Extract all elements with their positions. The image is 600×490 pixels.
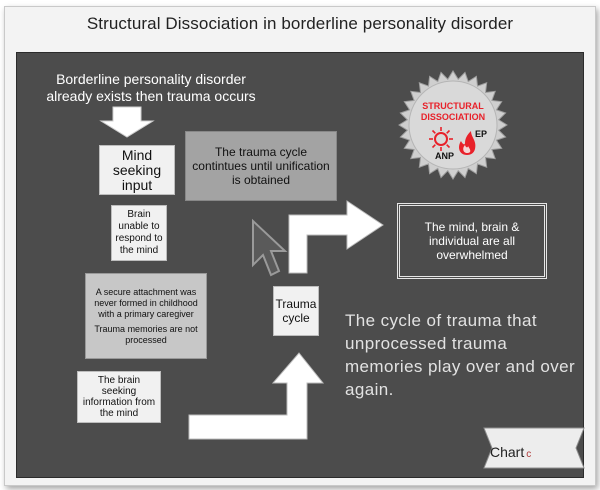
bent-arrow-top xyxy=(288,200,384,274)
cycle-statement: The cycle of trauma that unprocessed tra… xyxy=(345,311,576,399)
overwhelmed-box: The mind, brain & individual are all ove… xyxy=(397,203,547,279)
intro-text: Borderline personality disorder already … xyxy=(46,71,256,104)
flame-icon xyxy=(459,131,476,155)
brain-seeking-box: The brain seeking information from the m… xyxy=(77,371,161,423)
trauma-cycle-note-box: The trauma cycle contintues until unific… xyxy=(185,131,337,201)
diagram-panel: Borderline personality disorder already … xyxy=(16,52,584,478)
sun-icon xyxy=(429,127,453,151)
bent-arrow-bottom xyxy=(188,352,325,440)
secure-attachment-text: A secure attachment was never formed in … xyxy=(94,286,198,319)
seal-line2: DISSOCIATION xyxy=(421,112,485,122)
seal-ep: EP xyxy=(475,129,487,139)
mind-seeking-box: Mind seeking input xyxy=(99,145,175,195)
down-arrow xyxy=(99,106,155,138)
page-title: Structural Dissociation in borderline pe… xyxy=(86,14,514,33)
diagram-shapes: STRUCTURAL DISSOCIATION ANP EP xyxy=(99,70,508,440)
seal-line1: STRUCTURAL xyxy=(422,101,484,111)
trauma-memories-text: Trauma memories are not processed xyxy=(94,323,198,345)
trauma-cycle-box: Trauma cycle xyxy=(273,286,319,336)
chart-button-suffix: c xyxy=(526,449,532,460)
brain-unable-box: Brain unable to respond to the mind xyxy=(111,205,167,261)
cursor-icon xyxy=(252,218,288,277)
chart-button-label: Chart xyxy=(490,444,525,460)
secure-attachment-box: A secure attachment was never formed in … xyxy=(85,273,207,359)
seal-anp: ANP xyxy=(435,151,454,161)
